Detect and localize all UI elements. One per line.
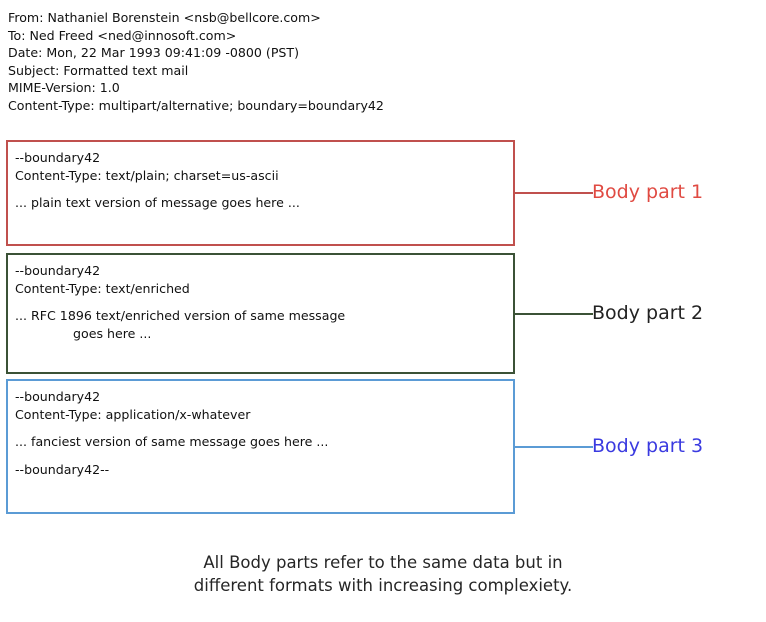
- code-line: Content-Type: application/x-whatever: [15, 406, 251, 422]
- caption-line: All Body parts refer to the same data bu…: [203, 553, 563, 572]
- code-blank-line: [15, 451, 513, 461]
- mail-header-line: Subject: Formatted text mail: [8, 62, 189, 78]
- figure-caption: All Body parts refer to the same data bu…: [0, 551, 766, 597]
- label-body-part-2: Body part 2: [592, 302, 704, 324]
- mail-header-line: MIME-Version: 1.0: [8, 80, 120, 96]
- code-blank-line: [15, 423, 513, 433]
- connector-line-body-part-1: [515, 192, 593, 194]
- label-body-part-3: Body part 3: [592, 435, 704, 457]
- code-blank-line: [15, 184, 513, 194]
- connector-line-body-part-2: [515, 313, 593, 315]
- mail-header-line: To: Ned Freed <ned@innosoft.com>: [8, 27, 237, 43]
- mail-header-line: Content-Type: multipart/alternative; bou…: [8, 97, 384, 113]
- mail-header-line: From: Nathaniel Borenstein <nsb@bellcore…: [8, 10, 321, 25]
- code-line: ... fanciest version of same message goe…: [15, 434, 329, 450]
- mail-header-block: From: Nathaniel Borenstein <nsb@bellcore…: [8, 9, 568, 115]
- code-line: ... RFC 1896 text/enriched version of sa…: [15, 308, 346, 324]
- code-line: --boundary42: [15, 150, 101, 165]
- code-line: ... plain text version of message goes h…: [15, 195, 300, 211]
- code-line: goes here ...: [73, 325, 152, 341]
- code-blank-line: [15, 297, 513, 307]
- caption-line: different formats with increasing comple…: [193, 576, 573, 595]
- code-line: Content-Type: text/enriched: [15, 280, 190, 296]
- code-line: --boundary42: [15, 263, 101, 278]
- code-line: --boundary42: [15, 389, 101, 404]
- code-line: Content-Type: text/plain; charset=us-asc…: [15, 167, 279, 183]
- label-body-part-1: Body part 1: [592, 181, 704, 203]
- mail-header-line: Date: Mon, 22 Mar 1993 09:41:09 -0800 (P…: [8, 45, 300, 61]
- connector-line-body-part-3: [515, 446, 593, 448]
- code-line: --boundary42--: [15, 461, 110, 477]
